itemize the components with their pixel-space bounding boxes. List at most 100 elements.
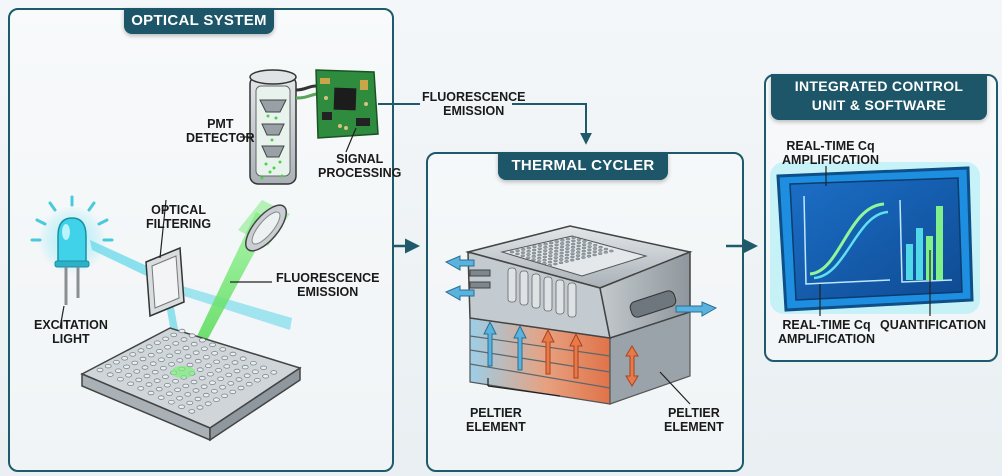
plate-well	[106, 372, 114, 377]
plate-well	[159, 366, 167, 371]
pmt-detector-label: PMT DETECTOR	[186, 117, 255, 145]
plate-well	[157, 357, 165, 362]
cq-top-line1: REAL-TIME Cq	[786, 139, 875, 153]
optical-filter-line2: FILTERING	[146, 217, 212, 231]
plate-well	[231, 360, 239, 365]
signal-label-line1: SIGNAL	[336, 152, 384, 166]
peltier-right-line1: PELTIER	[667, 406, 720, 420]
cycler-well	[576, 244, 581, 248]
real-time-cq-top-label: REAL-TIME Cq AMPLIFICATION	[782, 139, 879, 167]
peltier-right-line2: ELEMENT	[664, 420, 724, 434]
heat-transfer-arrows	[483, 320, 639, 387]
signal-processing-label: SIGNAL PROCESSING	[318, 152, 401, 180]
cycler-well	[592, 243, 598, 247]
plate-well	[161, 374, 169, 379]
cycler-well	[548, 241, 554, 245]
plate-well	[123, 364, 130, 369]
peltier-left-line1: PELTIER	[469, 406, 522, 420]
plate-well	[194, 358, 202, 364]
cycler-well	[553, 253, 559, 256]
cycler-well	[570, 242, 576, 246]
peltier-left-line2: ELEMENT	[466, 420, 526, 434]
cycler-well	[581, 243, 587, 247]
plate-well	[115, 368, 122, 373]
signal-processing-board	[315, 69, 379, 153]
optical-system-title: OPTICAL SYSTEM	[124, 8, 274, 34]
plate-well	[262, 374, 270, 379]
plate-well	[270, 370, 278, 375]
peltier-element-right-label: PELTIER ELEMENT	[664, 406, 724, 434]
plate-well	[192, 350, 200, 355]
plate-well	[190, 341, 198, 347]
plate-well	[206, 372, 214, 377]
plate-well	[145, 382, 153, 387]
thermal-block	[465, 225, 693, 405]
cycler-well	[559, 245, 565, 249]
cycler-well	[542, 255, 548, 259]
cycler-well	[575, 251, 581, 254]
plate-well	[219, 385, 227, 390]
cycler-well	[592, 250, 598, 254]
control-unit-title: INTEGRATED CONTROL UNIT & SOFTWARE	[771, 74, 987, 120]
pmt-label-line2: DETECTOR	[186, 131, 255, 145]
plate-well	[141, 365, 149, 370]
cycler-well	[565, 240, 571, 244]
cycler-well	[569, 258, 575, 262]
plate-well	[178, 328, 186, 334]
plate-well	[229, 389, 237, 395]
plate-well	[202, 392, 210, 398]
cq-bottom-line1: REAL-TIME Cq	[782, 318, 871, 332]
cycler-well	[543, 242, 548, 246]
plate-well	[180, 337, 188, 342]
cycler-well	[553, 249, 559, 253]
plate-well	[153, 340, 161, 345]
cycler-well	[571, 239, 576, 243]
cycler-well	[559, 242, 565, 245]
cq-bottom-line2: AMPLIFICATION	[778, 332, 875, 346]
cycler-well	[554, 240, 560, 243]
cycler-well	[565, 237, 571, 241]
microplate-optical	[80, 327, 302, 442]
cycler-well	[609, 249, 614, 253]
plate-well	[198, 338, 206, 343]
plate-well	[235, 377, 243, 382]
excitation-line2: LIGHT	[52, 332, 90, 346]
plate-well	[221, 355, 229, 361]
plate-well	[165, 391, 173, 396]
cycler-well	[520, 254, 526, 258]
plate-well	[155, 386, 163, 392]
plate-well	[131, 360, 139, 366]
cycler-well	[531, 258, 536, 261]
plate-well	[213, 359, 221, 364]
plate-well	[178, 404, 186, 409]
cycler-well	[542, 249, 548, 252]
control-title-line2: UNIT & SOFTWARE	[811, 97, 947, 113]
cycler-well	[564, 256, 570, 260]
plate-well	[176, 396, 184, 401]
plate-well	[147, 390, 155, 396]
plate-well	[168, 362, 176, 367]
cycler-well	[537, 253, 542, 257]
plate-well	[186, 362, 194, 368]
optical-filter	[145, 199, 185, 318]
fluorescence-beam	[180, 212, 272, 372]
cycler-well	[532, 245, 537, 249]
quantification-label: QUANTIFICATION	[880, 318, 987, 332]
cycler-well	[559, 251, 564, 255]
cycler-well	[581, 249, 587, 253]
cycler-well	[553, 262, 558, 266]
airflow-arrows	[444, 255, 718, 317]
plate-well	[251, 369, 259, 374]
plate-well	[245, 381, 253, 387]
plate-well	[174, 349, 182, 355]
cycler-well	[570, 245, 576, 249]
cycler-well	[576, 241, 582, 245]
excitation-light-label: EXCITATION LIGHT	[34, 318, 108, 346]
plate-well	[249, 361, 257, 366]
cycler-well	[558, 261, 564, 265]
plate-well	[151, 369, 159, 375]
plate-well	[208, 380, 216, 385]
plate-well	[200, 346, 208, 351]
control-title-line1: INTEGRATED CONTROL	[794, 78, 964, 94]
cycler-well	[537, 247, 543, 251]
